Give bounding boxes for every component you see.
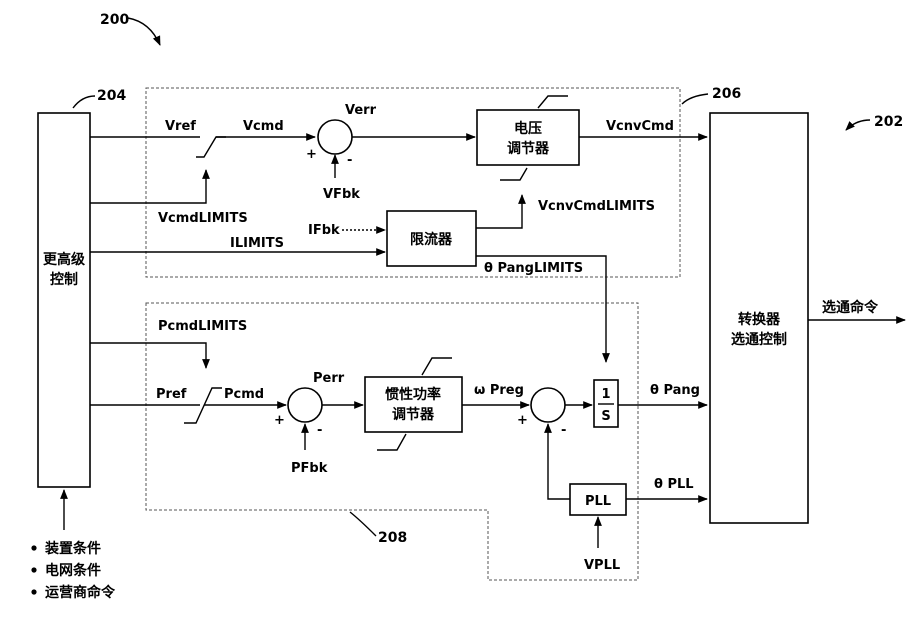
ilimits-label: ILIMITS [230, 236, 284, 251]
inertia-regulator-lower-limit-mark [377, 434, 406, 450]
vfbk-label: VFbk [323, 187, 360, 202]
input-device-conditions: 装置条件 [44, 540, 101, 557]
pll-feedback-line [548, 424, 570, 499]
preg-label: ω Preg [474, 383, 524, 398]
voltage-sum-plus-sign: + [306, 147, 317, 162]
voltage-sum-minus-sign: - [347, 153, 352, 168]
pref-label: Pref [156, 387, 187, 402]
vcmdlimits-line [90, 170, 206, 203]
ref-200: 200 [100, 12, 129, 28]
voltage-regulator-lower-limit-mark [500, 168, 527, 180]
integrator-numerator: 1 [601, 387, 610, 402]
higher-level-control-label-2: 控制 [50, 271, 78, 288]
input-bullet-1 [31, 545, 36, 550]
integrator-denominator: S [601, 409, 610, 424]
input-bullet-3 [31, 589, 36, 594]
ref-202-leader [846, 120, 870, 130]
pang-limits-label: θ PangLIMITS [484, 261, 583, 276]
pcmdlimits-label: PcmdLIMITS [158, 319, 247, 334]
verr-label: Verr [345, 103, 377, 118]
vcnvcmdlimits-label: VcnvCmdLIMITS [538, 199, 655, 214]
power-summing-junction [288, 388, 322, 422]
ref-200-leader [128, 18, 160, 45]
inertia-regulator-label-1: 惯性功率 [385, 386, 441, 403]
ref-208-leader [350, 512, 376, 536]
vcnvcmd-label: VcnvCmd [606, 119, 674, 134]
voltage-regulator-upper-limit-mark [538, 96, 568, 108]
pcmdlimits-line [90, 343, 206, 368]
inertia-power-regulator-block [365, 377, 462, 432]
pang-label: θ Pang [650, 383, 700, 398]
angle-sum-minus-sign: - [561, 423, 566, 438]
power-sum-plus-sign: + [274, 413, 285, 428]
perr-label: Perr [313, 371, 345, 386]
ref-206-leader [682, 94, 708, 104]
ref-204-leader [73, 96, 95, 108]
angle-sum-plus-sign: + [517, 413, 528, 428]
current-limiter-label: 限流器 [410, 231, 453, 248]
input-operator-commands: 运营商命令 [45, 584, 116, 601]
higher-level-control-block [38, 113, 90, 487]
vpll-label: VPLL [584, 558, 620, 573]
ref-206: 206 [712, 86, 741, 102]
gating-command-label: 选通命令 [822, 299, 879, 316]
pll-block-label: PLL [585, 494, 611, 509]
theta-pll-label: θ PLL [654, 477, 694, 492]
pcmd-label: Pcmd [224, 387, 264, 402]
inertia-regulator-upper-limit-mark [422, 358, 452, 375]
vref-label: Vref [165, 119, 196, 134]
input-bullet-2 [31, 567, 36, 572]
angle-summing-junction [531, 388, 565, 422]
inertia-regulator-label-2: 调节器 [392, 406, 435, 423]
vcmdlimits-label: VcmdLIMITS [158, 211, 248, 226]
voltage-regulator-label-2: 调节器 [507, 140, 550, 157]
vcmd-label: Vcmd [243, 119, 284, 134]
converter-gating-label-2: 选通控制 [731, 331, 787, 348]
ifbk-label: IFbk [308, 223, 340, 238]
ref-204: 204 [97, 88, 126, 104]
vcnvcmdlimits-line [476, 195, 522, 228]
input-grid-conditions: 电网条件 [45, 562, 101, 579]
converter-gating-label-1: 转换器 [738, 311, 781, 328]
voltage-summing-junction [318, 120, 352, 154]
voltage-regulator-label-1: 电压 [514, 120, 542, 137]
pfbk-label: PFbk [291, 461, 328, 476]
power-sum-minus-sign: - [317, 423, 322, 438]
higher-level-control-label-1: 更高级 [43, 251, 86, 268]
ref-208: 208 [378, 530, 407, 546]
vcmd-limiter-symbol [196, 137, 226, 157]
ref-202: 202 [874, 114, 903, 130]
